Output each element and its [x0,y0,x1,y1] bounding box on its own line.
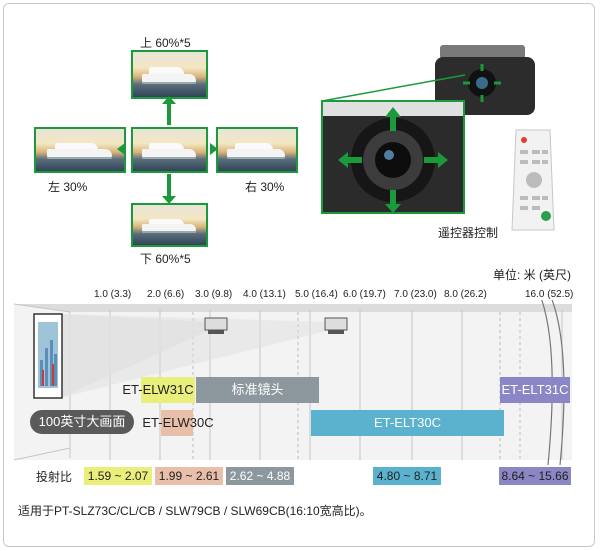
ratio-elw31c: 1.59 ~ 2.07 [84,467,152,485]
distance-tick: 6.0 (19.7) [343,289,386,300]
screen-size-badge: 100英寸大画面 [30,410,134,434]
arrow-right-icon [210,143,218,155]
arrow-down-head-icon [162,196,176,204]
ratio-elw30c: 1.99 ~ 2.61 [155,467,223,485]
lens-bar-elw30c [161,410,193,436]
unit-label: 单位: 米 (英尺) [493,268,571,282]
thumb-down [131,203,208,247]
distance-tick: 4.0 (13.1) [243,289,286,300]
throw-ratio-label: 投射比 [36,470,73,484]
ratio-elt30c: 4.80 ~ 8.71 [373,467,441,485]
shift-down-label: 下 60%*5 [140,252,191,266]
lens-label-elw31c: ET-ELW31C [122,382,194,397]
thumb-center [131,127,208,173]
lens-bar-elw31c [141,377,195,403]
lens-label-elw30c: ET-ELW30C [142,415,214,430]
arrow-left-icon [117,143,125,155]
distance-tick: 5.0 (16.4) [295,289,338,300]
lens-bar-elt31c: ET-ELT31C [500,377,570,403]
arrow-up-head-icon [162,96,176,104]
arrow-down-icon [167,174,171,198]
remote-control-icon [511,129,555,231]
shift-right-label: 右 30% [245,180,285,194]
distance-tick: 8.0 (26.2) [444,289,487,300]
thumb-right [216,127,298,173]
distance-tick: 3.0 (9.8) [195,289,233,300]
lens-bar-elt30c: ET-ELT30C [311,410,504,436]
thumb-up [131,50,208,99]
projector-illustration [321,45,535,214]
diagram-frame [3,3,595,547]
arrow-up-icon [167,99,171,125]
thumb-left [34,127,126,173]
lens-bar-standard: 标准镜头 [196,377,319,403]
remote-label: 遥控器控制 [438,226,499,240]
shift-up-label: 上 60%*5 [140,36,191,50]
shift-left-label: 左 30% [48,180,88,194]
distance-tick: 16.0 (52.5) [525,289,574,300]
footnote: 适用于PT-SLZ73C/CL/CB / SLW79CB / SLW69CB(1… [18,504,372,518]
distance-tick: 1.0 (3.3) [94,289,132,300]
ratio-elt31c: 8.64 ~ 15.66 [499,467,571,485]
ratio-standard: 2.62 ~ 4.88 [226,467,294,485]
distance-tick: 7.0 (23.0) [394,289,437,300]
distance-tick: 2.0 (6.6) [147,289,185,300]
